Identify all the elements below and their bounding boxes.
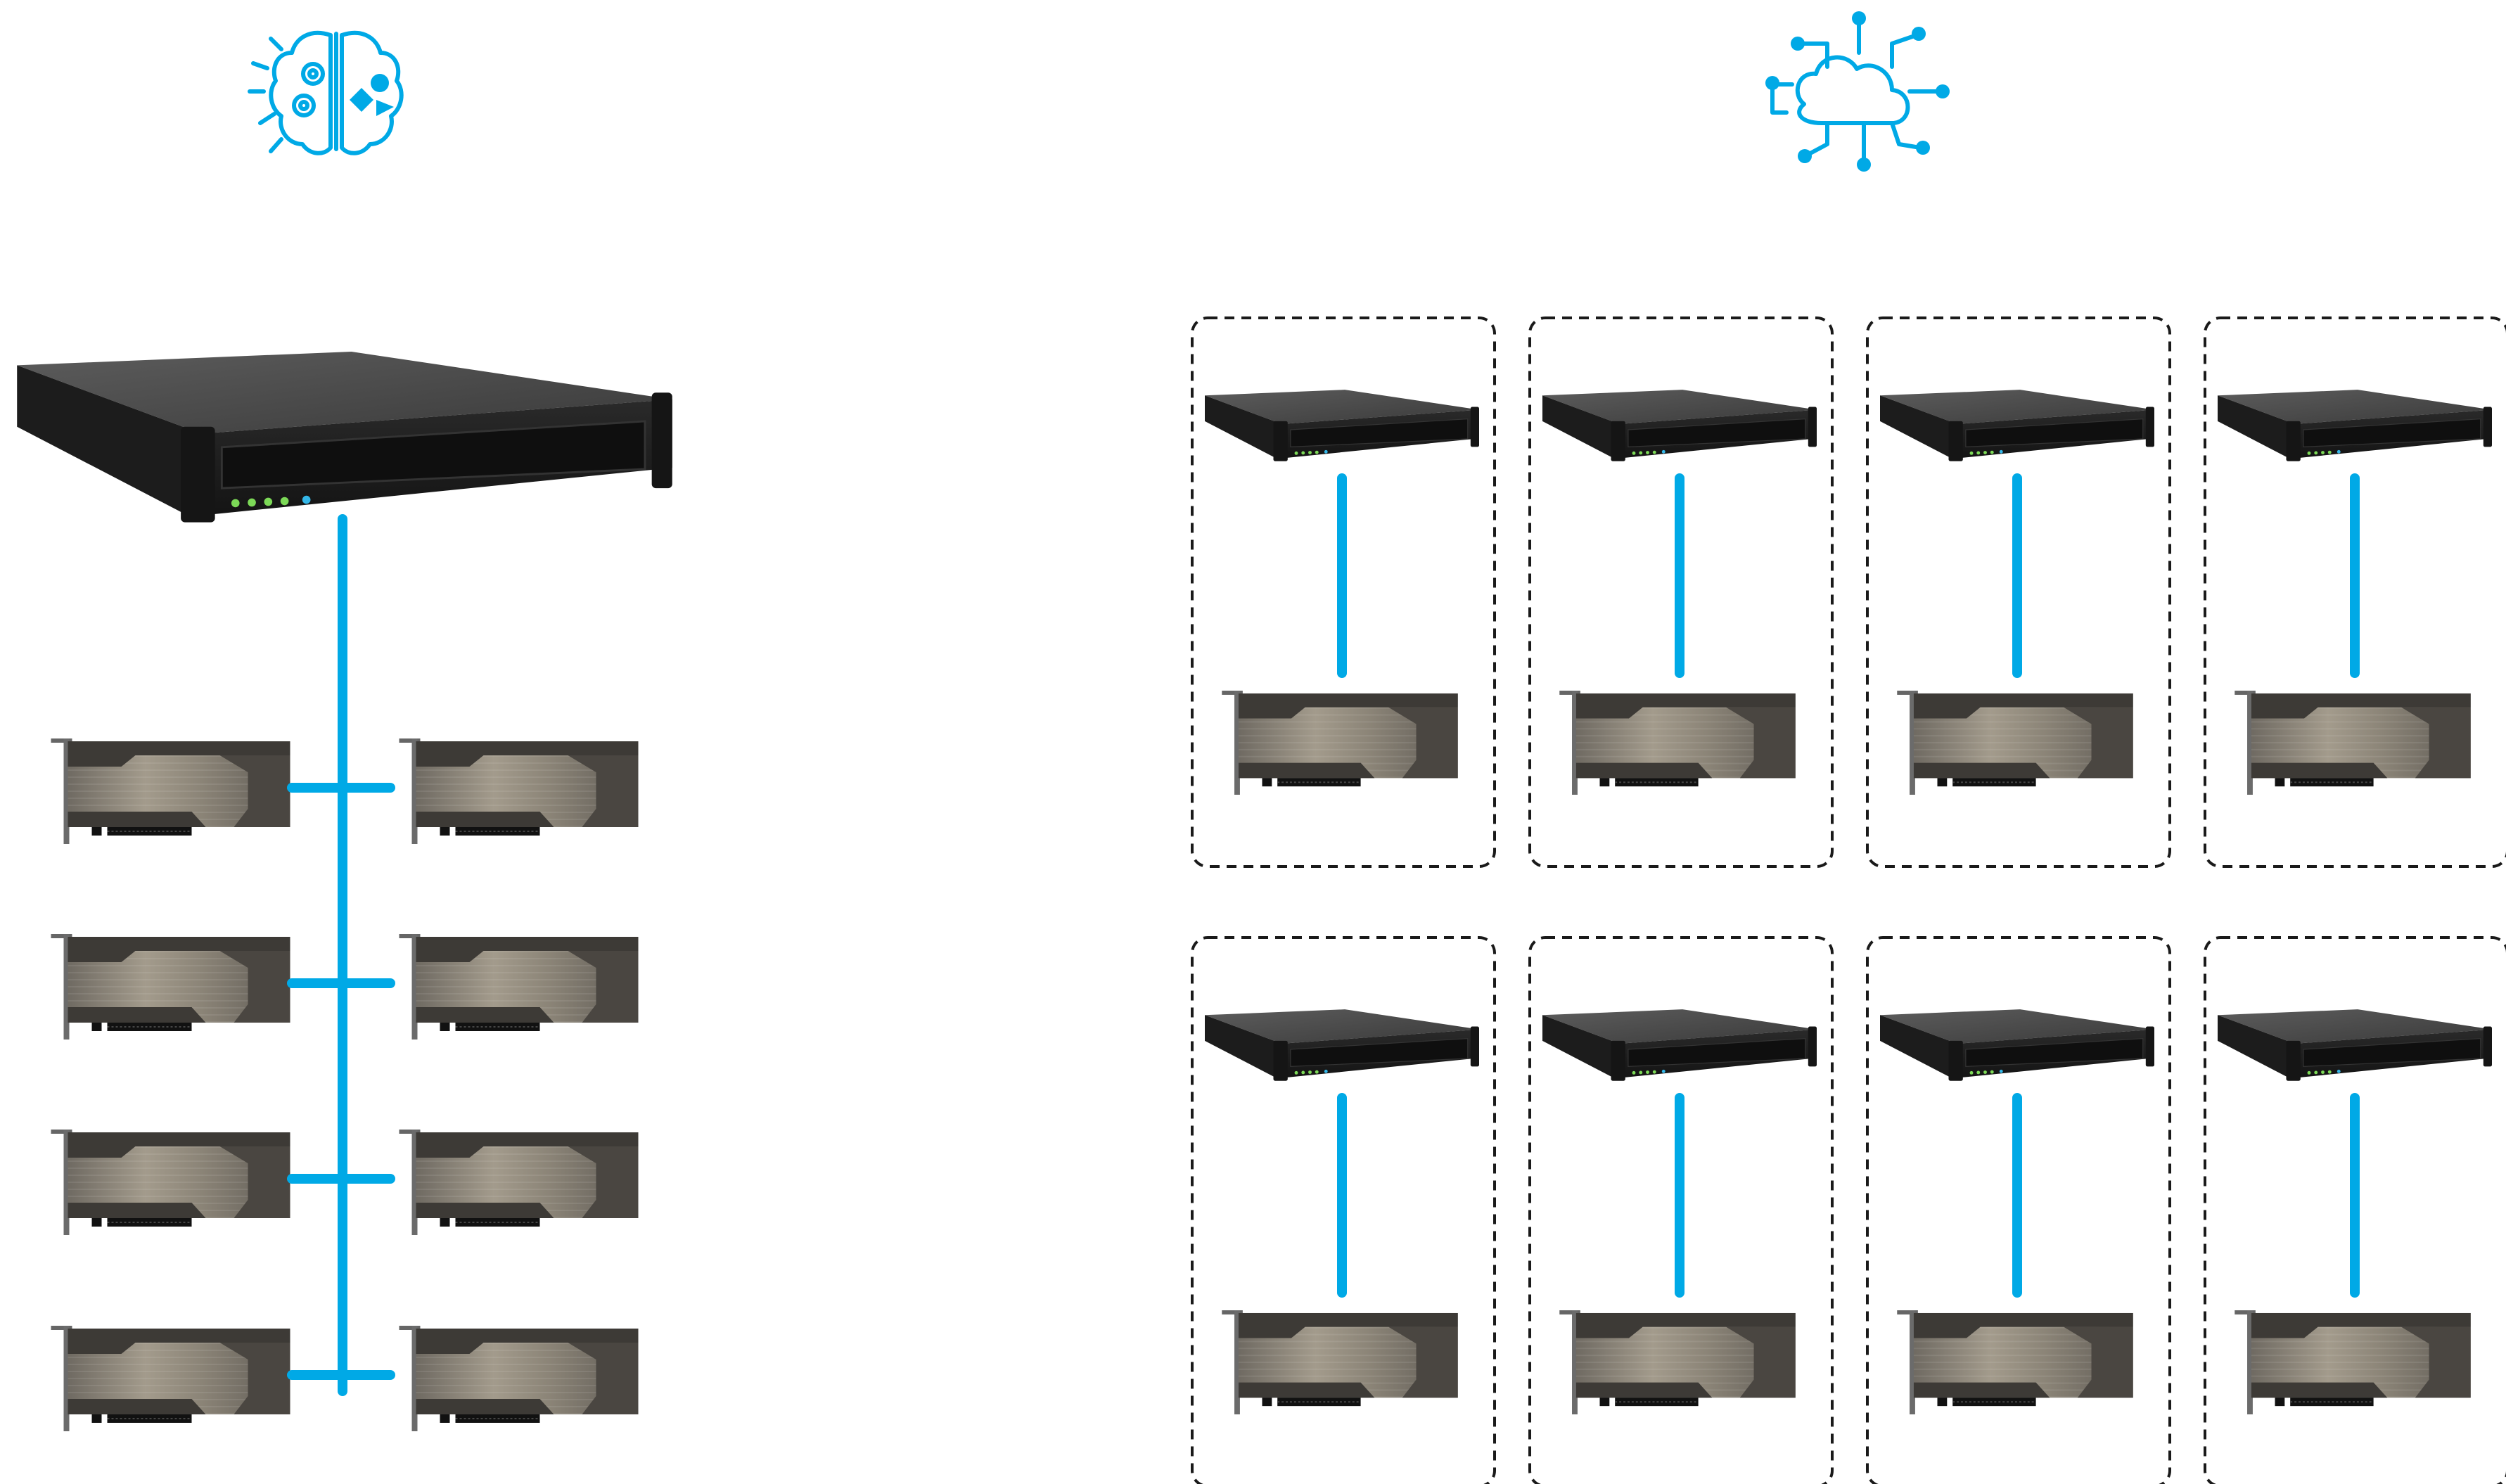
node-gpu-card — [1221, 691, 1459, 795]
gpu-card-right-3 — [398, 1130, 639, 1235]
node-server — [1205, 390, 1479, 462]
node-gpu-card — [1896, 1310, 2134, 1414]
node-server — [1542, 390, 1817, 462]
node-boundary — [1866, 936, 2171, 1484]
gpu-card-left-3 — [50, 1130, 291, 1235]
distributed-node-grid — [1191, 316, 2506, 1484]
node-server — [2218, 1009, 2492, 1082]
cloud-network-nodes — [1765, 11, 1950, 172]
node-2-3 — [1866, 936, 2171, 1484]
ai-brain-shapes — [350, 74, 394, 116]
cloud-network-icon — [1770, 19, 1943, 164]
node-boundary — [1866, 316, 2171, 868]
node-2-1 — [1191, 936, 1496, 1484]
node-1-4 — [2204, 316, 2506, 868]
node-1-1 — [1191, 316, 1496, 868]
gpu-card-right-4 — [398, 1326, 639, 1431]
node-gpu-card — [1221, 1310, 1459, 1414]
single-server-gpu-group — [15, 352, 674, 1431]
gpu-card-left-1 — [50, 738, 291, 844]
node-boundary — [1528, 316, 1834, 868]
node-boundary — [1191, 316, 1496, 868]
node-gpu-card — [1896, 691, 2134, 795]
gpu-card-right-2 — [398, 934, 639, 1040]
node-boundary — [2204, 936, 2506, 1484]
node-server — [1880, 1009, 2154, 1082]
gpu-card-right-1 — [398, 738, 639, 844]
node-gpu-card — [2234, 1310, 2472, 1414]
node-gpu-card — [1559, 1310, 1796, 1414]
node-server — [1542, 1009, 1817, 1082]
node-server — [1205, 1009, 1479, 1082]
gpu-card-left-2 — [50, 934, 291, 1040]
node-boundary — [1528, 936, 1834, 1484]
node-server — [1880, 390, 2154, 462]
ai-brain-icon — [248, 30, 404, 155]
node-boundary — [1191, 936, 1496, 1484]
node-gpu-card — [1559, 691, 1796, 795]
gpu-card-left-4 — [50, 1326, 291, 1431]
node-2-2 — [1528, 936, 1834, 1484]
node-1-2 — [1528, 316, 1834, 868]
node-1-3 — [1866, 316, 2171, 868]
node-server — [2218, 390, 2492, 462]
main-server — [15, 352, 674, 524]
node-2-4 — [2204, 936, 2506, 1484]
node-gpu-card — [2234, 691, 2472, 795]
node-boundary — [2204, 316, 2506, 868]
